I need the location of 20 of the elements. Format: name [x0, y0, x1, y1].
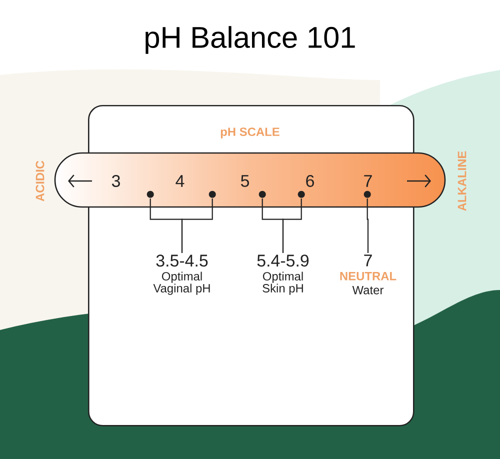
annotation: 5.4-5.9 Optimal Skin pH	[257, 254, 309, 295]
dot	[146, 190, 154, 198]
side-label: ALKALINE	[458, 151, 466, 211]
leader-line	[181, 198, 213, 253]
side-label: ACIDIC	[36, 160, 44, 202]
annotation: 3.5-4.5 Optimal Vaginal pH	[153, 254, 210, 295]
node-label: 7	[364, 175, 372, 187]
title: pH Balance 101	[146, 26, 355, 54]
dot	[298, 190, 305, 198]
dot	[364, 190, 371, 198]
node-label: 5	[240, 175, 249, 187]
scale-numbers: 3 4 5 6 7	[112, 175, 372, 187]
dot	[258, 190, 266, 198]
leader-line	[366, 198, 369, 253]
dot	[208, 190, 216, 198]
node-label: 4	[176, 175, 184, 187]
leader-line	[282, 198, 302, 253]
node-label: 3	[112, 174, 120, 187]
node-label: 6	[306, 174, 314, 187]
annotation: 7 NEUTRAL Water	[340, 254, 396, 294]
